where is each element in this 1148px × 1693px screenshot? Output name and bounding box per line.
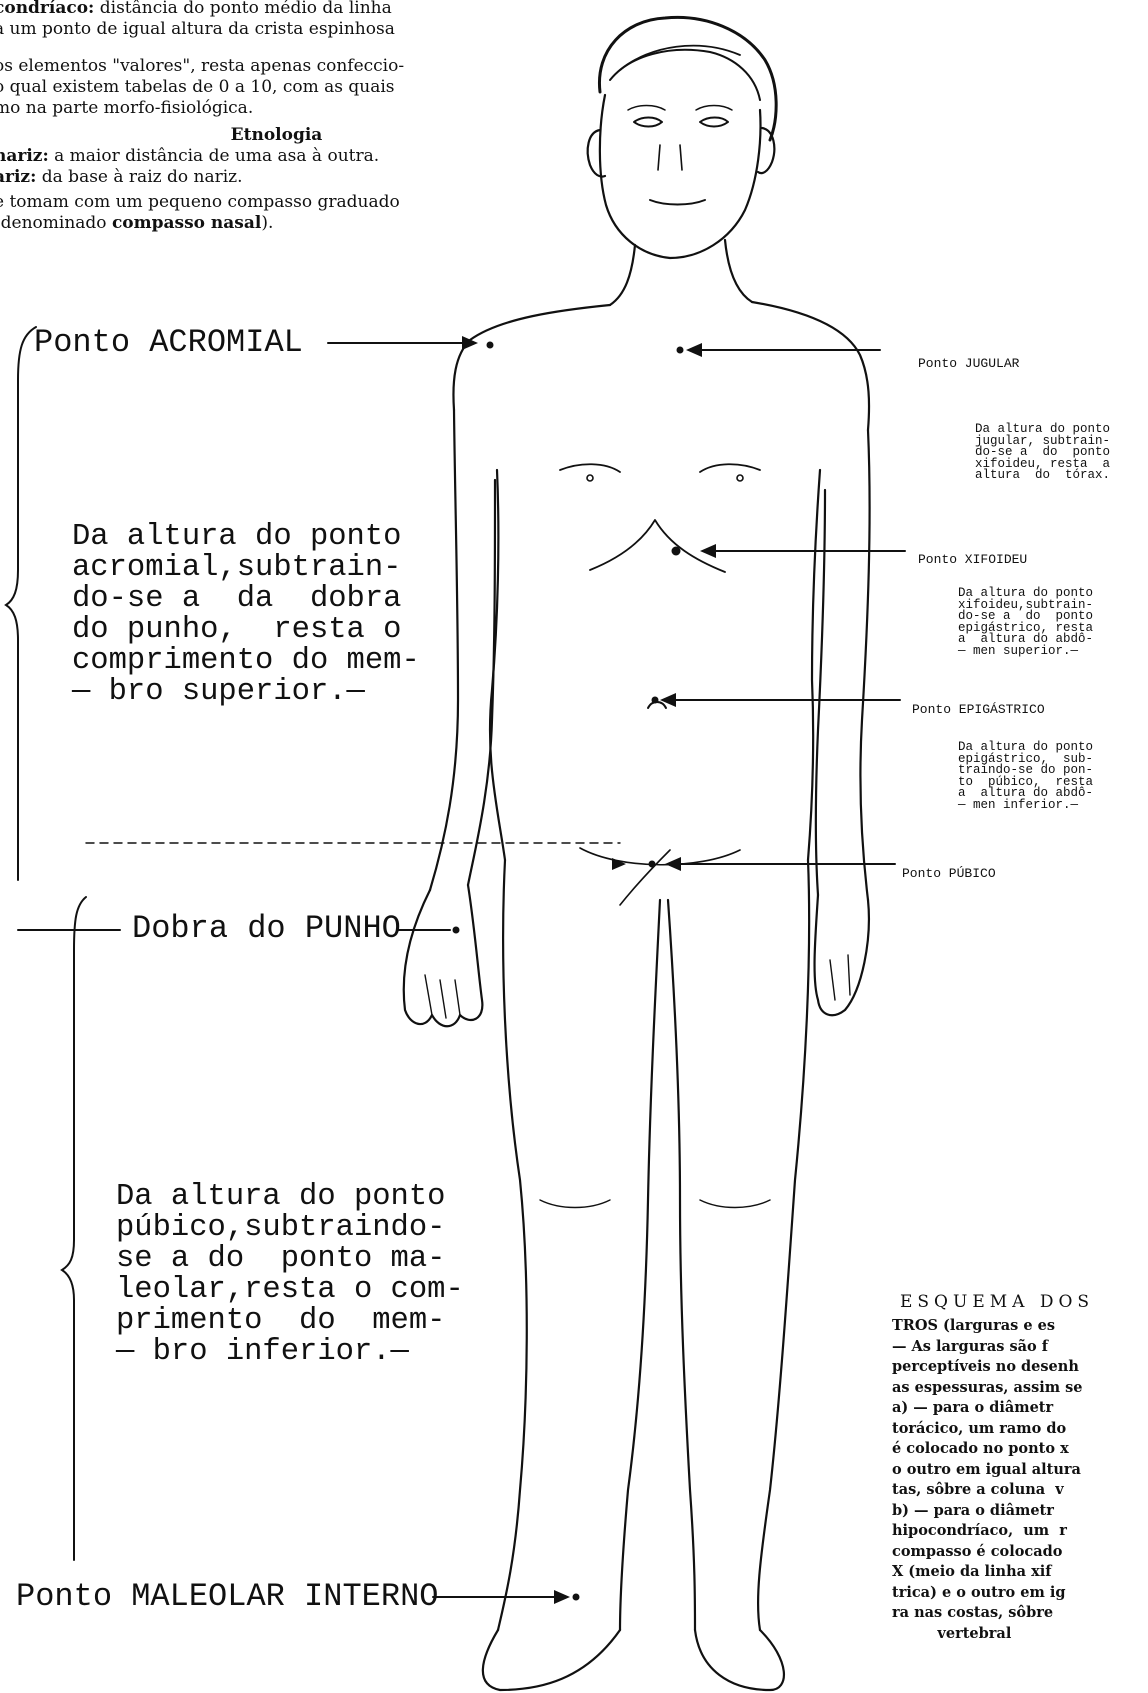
point-maleolar-dot (573, 1594, 580, 1601)
schema-description: TROS (larguras e es — As larguras são f … (892, 1316, 1083, 1644)
label-ponto-pubico: Ponto PÚBICO (902, 866, 996, 881)
point-pubico-dot (649, 861, 656, 868)
brace-lower-limb (62, 897, 86, 1560)
label-ponto-acromial: Ponto ACROMIAL (34, 326, 303, 360)
note-lower-limb-length: Da altura do ponto púbico,subtraindo- se… (116, 1182, 464, 1368)
point-punho-dot (453, 927, 460, 934)
note-lower-abdomen-height: Da altura do ponto epigástrico, sub- tra… (958, 742, 1093, 811)
point-epigastrico-dot (652, 697, 659, 704)
note-upper-abdomen-height: Da altura do ponto xifoideu,subtrain- do… (958, 588, 1093, 657)
point-jugular-dot (677, 347, 684, 354)
label-ponto-epigastrico: Ponto EPIGÁSTRICO (912, 702, 1045, 717)
point-xifoideu-dot (672, 547, 681, 556)
label-ponto-maleolar-interno: Ponto MALEOLAR INTERNO (16, 1580, 438, 1614)
label-dobra-do-punho: Dobra do PUNHO (132, 912, 401, 946)
note-upper-limb-length: Da altura do ponto acromial,subtrain- do… (72, 522, 420, 708)
brace-upper-limb (6, 327, 36, 880)
point-acromial-dot (487, 342, 494, 349)
label-ponto-xifoideu: Ponto XIFOIDEU (918, 552, 1027, 567)
note-thorax-height: Da altura do ponto jugular, subtrain- do… (975, 424, 1110, 482)
schema-title: ESQUEMA DOS (900, 1292, 1094, 1312)
label-ponto-jugular: Ponto JUGULAR (918, 356, 1019, 371)
